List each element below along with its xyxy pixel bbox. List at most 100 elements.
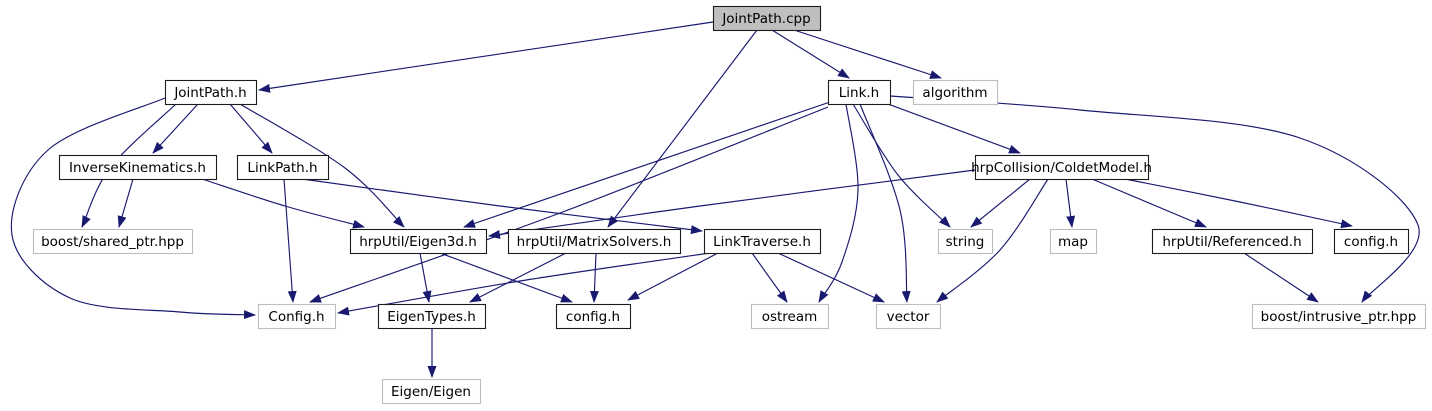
- node-eigen3d-h[interactable]: hrpUtil/Eigen3d.h: [349, 228, 488, 255]
- edge-jointpath-cpp-algorithm: [793, 29, 942, 79]
- node-label: string: [946, 234, 985, 250]
- edge-coldetmodel-h-referenced-h: [1091, 178, 1207, 228]
- node-label: boost/intrusive_ptr.hpp: [1261, 309, 1417, 325]
- node-box: [507, 228, 682, 255]
- node-inversekinematics-h[interactable]: InverseKinematics.h: [58, 154, 218, 181]
- edge-link-h-string: [852, 103, 951, 228]
- node-label: Config.h: [268, 309, 324, 325]
- edge-coldetmodel-h-string: [970, 178, 1031, 228]
- node-box: [1151, 228, 1314, 255]
- edge-link-h-config-h-model: [309, 106, 829, 303]
- edge-inversekinematics-h-eigen3d-h: [201, 178, 365, 229]
- edge-coldetmodel-h-eigen3d-h: [488, 169, 976, 239]
- edge-link-h-intrusive-ptr-hpp: [889, 95, 1420, 303]
- node-map: map: [1049, 228, 1098, 255]
- node-box: [827, 79, 892, 106]
- node-label: boost/shared_ptr.hpp: [41, 234, 184, 250]
- edge-linktraverse-h-ostream: [751, 252, 788, 303]
- edge-referenced-h-intrusive-ptr-hpp: [1243, 252, 1319, 303]
- node-label: EigenTypes.h: [387, 309, 476, 325]
- node-label: algorithm: [922, 85, 987, 101]
- node-box: [349, 228, 488, 255]
- edge-link-h-vector: [859, 103, 911, 303]
- node-box: [58, 154, 218, 181]
- node-jointpath-h[interactable]: JointPath.h: [164, 79, 258, 106]
- edge-link-h-ostream: [818, 103, 859, 303]
- node-label: config.h: [566, 309, 620, 325]
- edge-jointpath-cpp-link-h: [771, 29, 850, 79]
- node-shared-ptr-hpp: boost/shared_ptr.hpp: [32, 228, 194, 255]
- node-config-h-hrputil2[interactable]: config.h: [1333, 228, 1410, 255]
- node-eigen-eigen: Eigen/Eigen: [381, 378, 482, 405]
- node-label: JointPath.cpp: [721, 11, 810, 27]
- node-label: Eigen/Eigen: [391, 384, 471, 400]
- edge-linkpath-h-linktraverse-h: [301, 178, 703, 235]
- node-link-h[interactable]: Link.h: [827, 79, 892, 106]
- node-label: hrpUtil/Referenced.h: [1162, 234, 1301, 250]
- edge-jointpath-h-inversekinematics-h: [152, 103, 199, 154]
- edge-jointpath-h-eigen3d-h: [239, 103, 405, 228]
- edge-linktraverse-h-config-h-hrputil: [627, 252, 719, 301]
- node-ostream: ostream: [750, 303, 830, 330]
- node-label: Link.h: [839, 85, 880, 101]
- node-label: hrpUtil/Eigen3d.h: [359, 234, 477, 250]
- edge-linktraverse-h-vector: [777, 252, 885, 303]
- node-box: [164, 79, 258, 106]
- node-label: config.h: [1344, 234, 1398, 250]
- node-box: [377, 303, 487, 330]
- node-box: [1251, 303, 1427, 330]
- node-jointpath-cpp: JointPath.cpp: [712, 5, 822, 32]
- edge-jointpath-h-config-h-model: [10, 97, 256, 320]
- node-intrusive-ptr-hpp: boost/intrusive_ptr.hpp: [1251, 303, 1427, 330]
- node-linktraverse-h[interactable]: LinkTraverse.h: [703, 228, 822, 255]
- node-algorithm: algorithm: [912, 79, 999, 106]
- node-label: vector: [887, 309, 930, 325]
- node-box: [32, 228, 194, 255]
- edge-jointpath-cpp-matrixsolvers-h: [607, 29, 758, 228]
- edge-linkpath-h-config-h-model: [283, 178, 297, 303]
- edge-matrixsolvers-h-eigentypes-h: [469, 252, 567, 303]
- edge-coldetmodel-h-vector: [936, 178, 1049, 303]
- node-referenced-h[interactable]: hrpUtil/Referenced.h: [1151, 228, 1314, 255]
- node-box: [381, 378, 482, 405]
- node-box: [257, 303, 337, 330]
- node-config-h-hrputil[interactable]: config.h: [555, 303, 632, 330]
- node-config-h-model: Config.h: [257, 303, 337, 330]
- node-box: [875, 303, 942, 330]
- edge-jointpath-cpp-jointpath-h: [258, 21, 714, 93]
- node-label: InverseKinematics.h: [69, 160, 206, 176]
- edge-coldetmodel-h-map: [1065, 178, 1076, 228]
- edge-eigen3d-h-eigentypes-h: [419, 252, 432, 303]
- node-matrixsolvers-h[interactable]: hrpUtil/MatrixSolvers.h: [507, 228, 682, 255]
- edge-eigen3d-h-config-h-hrputil: [439, 252, 573, 303]
- edge-matrixsolvers-h-config-h-hrputil: [589, 252, 599, 303]
- node-box: [750, 303, 830, 330]
- node-label: map: [1058, 234, 1088, 250]
- node-eigentypes-h[interactable]: EigenTypes.h: [377, 303, 487, 330]
- node-vector: vector: [875, 303, 942, 330]
- node-box: [974, 154, 1150, 181]
- node-box: [1049, 228, 1098, 255]
- node-label: LinkTraverse.h: [713, 234, 811, 250]
- edge-link-h-eigen3d-h: [463, 101, 831, 228]
- node-box: [1333, 228, 1410, 255]
- node-box: [912, 79, 999, 106]
- edge-link-h-coldetmodel-h: [879, 100, 1021, 154]
- node-label: hrpCollision/ColdetModel.h: [971, 160, 1152, 176]
- node-label: hrpUtil/MatrixSolvers.h: [517, 234, 672, 250]
- node-box: [703, 228, 822, 255]
- node-label: JointPath.h: [173, 85, 246, 101]
- node-label: LinkPath.h: [247, 160, 317, 176]
- node-box: [555, 303, 632, 330]
- edge-coldetmodel-h-config-h-hrputil2: [1124, 178, 1353, 229]
- node-coldetmodel-h[interactable]: hrpCollision/ColdetModel.h: [971, 154, 1152, 181]
- edge-jointpath-h-linkpath-h: [229, 103, 273, 154]
- node-linkpath-h[interactable]: LinkPath.h: [236, 154, 330, 181]
- node-box: [712, 5, 822, 32]
- node-label: ostream: [762, 309, 818, 325]
- edge-inversekinematics-h-shared-ptr-hpp: [117, 178, 134, 228]
- node-string: string: [937, 228, 994, 255]
- node-box: [937, 228, 994, 255]
